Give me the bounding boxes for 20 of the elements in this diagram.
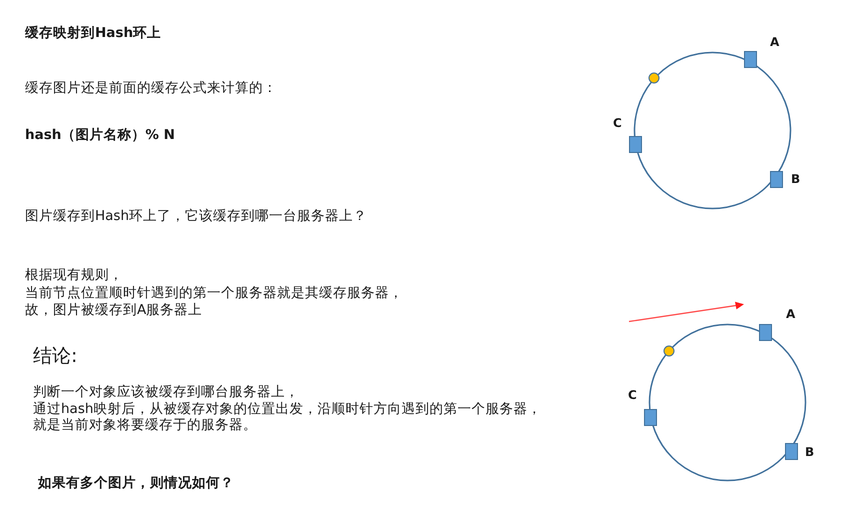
- object-dot: [648, 72, 660, 84]
- server-label: A: [770, 34, 780, 51]
- server-label: A: [786, 306, 796, 323]
- body-text: 当前节点位置顺时针遇到的第一个服务器就是其缓存服务器，: [25, 284, 403, 302]
- body-text: 根据现有规则，: [25, 266, 123, 284]
- server-label: B: [805, 444, 814, 461]
- server-label: B: [791, 171, 800, 188]
- conclusion-text: 就是当前对象将要缓存于的服务器。: [33, 416, 257, 434]
- conclusion-text: 判断一个对象应该被缓存到哪台服务器上，: [33, 383, 299, 401]
- formula-text: hash（图片名称）% N: [25, 126, 175, 144]
- body-text: 故，图片被缓存到A服务器上: [25, 301, 202, 319]
- body-text: 缓存图片还是前面的缓存公式来计算的：: [25, 79, 277, 97]
- slide-title: 缓存映射到Hash环上: [25, 24, 162, 42]
- conclusion-text: 通过hash映射后，从被缓存对象的位置出发，沿顺时针方向遇到的第一个服务器，: [33, 400, 542, 418]
- section-heading: 结论:: [33, 347, 78, 365]
- object-dot: [663, 345, 675, 357]
- question-text: 图片缓存到Hash环上了，它该缓存到哪一台服务器上？: [25, 207, 368, 225]
- question-text: 如果有多个图片，则情况如何？: [38, 474, 234, 492]
- server-label: C: [628, 387, 637, 404]
- server-label: C: [613, 115, 622, 132]
